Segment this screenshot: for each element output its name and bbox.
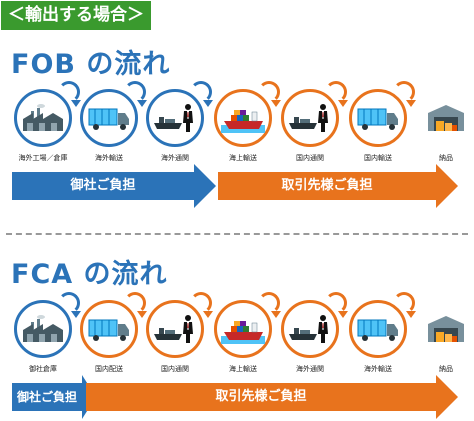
flow-arrow-tip-icon [137, 311, 147, 318]
fca-seller-bar-label: 御社ご負担 [16, 390, 77, 404]
flow-arrow-icon [124, 292, 146, 314]
fca-step-label: 海上輸送 [229, 365, 257, 373]
flow-arrow-tip-icon [71, 311, 81, 318]
flow-arrow-tip-icon [271, 100, 281, 107]
flow-arrow-icon [58, 81, 80, 103]
flow-arrow-icon [190, 292, 212, 314]
fca-step-label: 国内通関 [161, 365, 189, 373]
flow-arrow-icon [325, 292, 347, 314]
section-tag: ＜輸出する場合＞ [1, 1, 151, 30]
fca-step-label: 納品 [439, 365, 453, 373]
flow-arrow-tip-icon [71, 100, 81, 107]
flow-arrow-icon [393, 81, 415, 103]
fob-step-label: 海外輸送 [95, 154, 123, 162]
flow-arrow-icon [258, 292, 280, 314]
fca-step-label: 海外通関 [296, 365, 324, 373]
fca-step-label: 国内配送 [95, 365, 123, 373]
flow-arrow-tip-icon [137, 100, 147, 107]
fob-step-label: 海上輸送 [229, 154, 257, 162]
flow-arrow-icon [393, 292, 415, 314]
section-divider [6, 233, 468, 235]
flow-arrow-icon [58, 292, 80, 314]
fca-step-label: 海外輸送 [364, 365, 392, 373]
fob-heading: FOB の流れ [11, 49, 171, 80]
fca-step-circle [214, 300, 272, 358]
flow-arrow-tip-icon [338, 100, 348, 107]
fob-buyer-bar: 取引先様ご負担 [218, 164, 458, 208]
fob-buyer-bar-label: 取引先様ご負担 [281, 178, 373, 193]
flow-arrow-tip-icon [203, 311, 213, 318]
flow-arrow-tip-icon [406, 100, 416, 107]
flow-arrow-icon [190, 81, 212, 103]
flow-arrow-icon [124, 81, 146, 103]
flow-arrow-tip-icon [406, 311, 416, 318]
fca-buyer-bar: 取引先様ご負担 [86, 375, 458, 419]
fob-step-label: 海外工場／倉庫 [18, 154, 68, 162]
fob-step-label: 納品 [439, 154, 453, 162]
fca-step-label: 御社倉庫 [29, 365, 57, 373]
fob-step-label: 国内輸送 [364, 154, 392, 162]
flow-arrow-tip-icon [338, 311, 348, 318]
flow-arrow-icon [325, 81, 347, 103]
fob-step-label: 国内通関 [296, 154, 324, 162]
flow-arrow-tip-icon [271, 311, 281, 318]
flow-arrow-tip-icon [203, 100, 213, 107]
flow-arrow-icon [258, 81, 280, 103]
fob-seller-bar: 御社ご負担 [12, 164, 216, 208]
fca-heading: FCA の流れ [11, 259, 168, 290]
fob-seller-bar-label: 御社ご負担 [70, 178, 136, 193]
fca-seller-bar: 御社ご負担 [12, 375, 96, 419]
fob-step-label: 海外通関 [161, 154, 189, 162]
fca-buyer-bar-label: 取引先様ご負担 [215, 389, 307, 404]
